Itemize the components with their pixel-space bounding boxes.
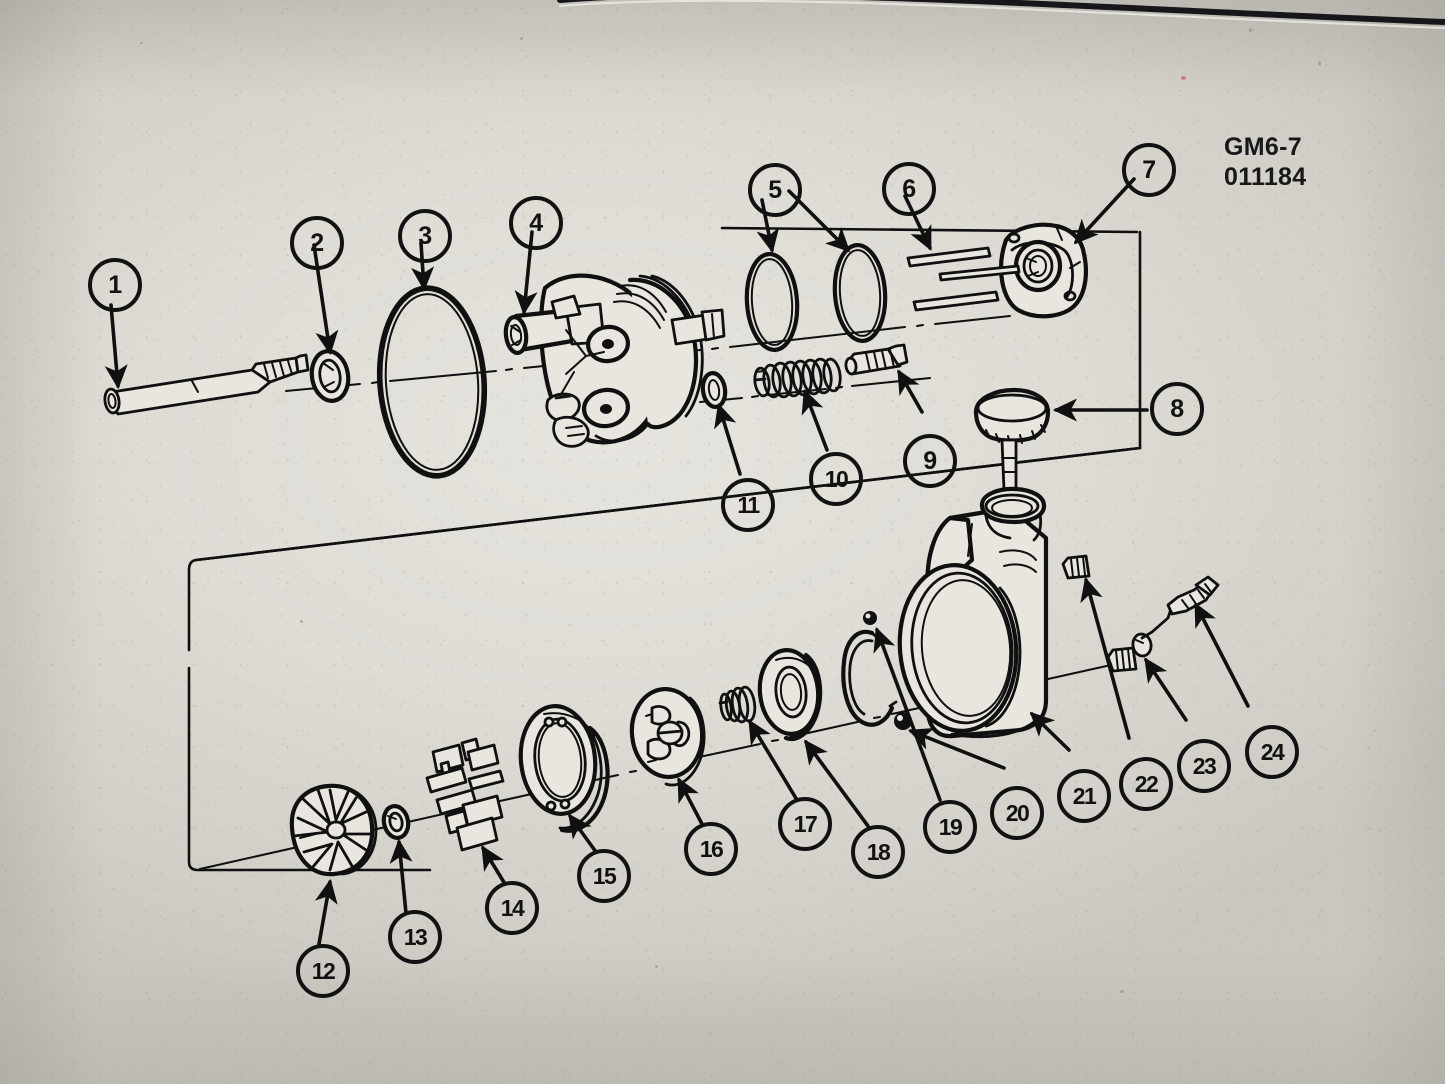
part-dowel-pin-pair [906,246,1000,312]
callout-1[interactable]: 1 [88,258,142,312]
callout-13[interactable]: 13 [388,910,442,964]
part-pump-rotor [289,783,378,877]
callout-13-label: 13 [403,923,428,950]
callout-12-label: 12 [311,957,336,984]
part-flow-control-spring [753,357,842,399]
part-pump-housing [503,273,726,448]
part-thrust-plate [629,686,706,787]
paper-speck [1120,990,1124,993]
part-reservoir-filler-cap [973,387,1051,492]
part-pump-vanes [425,737,505,852]
callout-19-label: 19 [938,813,963,840]
part-reservoir-stud-bolt-upper [1061,554,1091,580]
callout-17[interactable]: 17 [778,797,832,851]
callout-11-label: 11 [737,491,760,518]
part-union-fitting [1140,575,1220,640]
part-reservoir-housing [897,486,1049,739]
callout-6-label: 6 [902,174,916,203]
callout-2[interactable]: 2 [290,216,344,270]
callout-9[interactable]: 9 [903,434,957,488]
part-valve-o-ring [700,370,728,410]
callout-15-label: 15 [592,862,617,889]
lower-frame [187,446,1142,872]
part-retaining-snap-ring [841,629,898,727]
callout-18[interactable]: 18 [851,825,905,879]
callout-21[interactable]: 21 [1057,769,1111,823]
callout-6[interactable]: 6 [882,162,936,216]
callout-18-label: 18 [866,838,891,865]
paper-speck [655,965,658,968]
paper-speck [1181,76,1186,80]
callout-14-label: 14 [500,894,525,921]
callout-5[interactable]: 5 [748,163,802,217]
callout-12[interactable]: 12 [296,944,350,998]
callout-23[interactable]: 23 [1177,739,1231,793]
callout-7-label: 7 [1142,155,1156,184]
callout-7[interactable]: 7 [1122,143,1176,197]
plate-code-line-1: GM6-7 [1224,133,1302,161]
paper-speck [1249,28,1252,32]
part-locating-ball-upper [863,611,877,625]
callout-1-label: 1 [108,270,122,299]
callout-21-label: 21 [1072,782,1097,809]
part-end-cover-plate [938,222,1088,319]
callout-19[interactable]: 19 [923,800,977,854]
callout-16[interactable]: 16 [684,822,738,876]
callout-4[interactable]: 4 [509,196,563,250]
callout-23-label: 23 [1192,752,1217,779]
callout-24-label: 24 [1260,738,1285,765]
callout-3[interactable]: 3 [398,209,452,263]
callout-14[interactable]: 14 [485,881,539,935]
part-pump-cam-ring [518,704,610,833]
part-pressure-spring [718,685,757,724]
paper-speck [1318,61,1321,66]
callout-8[interactable]: 8 [1150,382,1204,436]
paper-speck [520,37,523,40]
callout-22[interactable]: 22 [1119,757,1173,811]
part-fitting-o-ring [1131,632,1153,658]
callout-15[interactable]: 15 [577,849,631,903]
callout-11[interactable]: 11 [721,478,775,532]
callout-17-label: 17 [793,810,818,837]
part-reservoir-stud-bolt-lower [1106,646,1138,673]
callout-8-label: 8 [1170,394,1184,423]
part-rotor-retaining-ring [381,804,411,840]
callout-24[interactable]: 24 [1245,725,1299,779]
plate-code-line-2: 011184 [1224,162,1307,191]
callout-10-label: 10 [824,465,849,492]
callout-2-label: 2 [310,228,324,257]
callout-16-label: 16 [699,835,724,862]
part-end-plate [757,648,823,742]
paper-speck [140,42,143,44]
callout-3-label: 3 [418,221,432,250]
part-drive-shaft [103,353,310,416]
callout-22-label: 22 [1134,770,1159,797]
callout-10[interactable]: 10 [809,452,863,506]
part-large-o-ring [376,285,488,479]
callout-5-label: 5 [768,175,782,204]
callout-4-label: 4 [529,208,543,237]
callout-9-label: 9 [923,446,937,475]
part-o-ring-pair [744,242,888,353]
paper-speck [300,620,303,623]
part-shaft-seal-washer [309,349,351,403]
part-flow-control-valve [844,343,909,376]
callout-20[interactable]: 20 [990,786,1044,840]
callout-20-label: 20 [1005,799,1030,826]
